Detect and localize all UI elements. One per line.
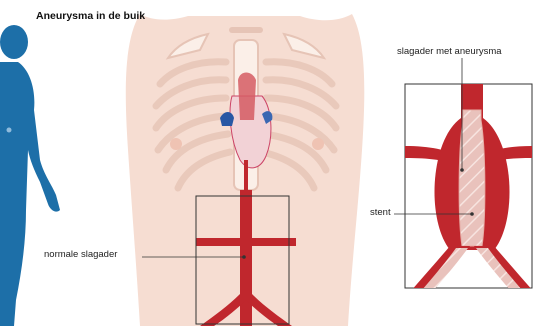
label-normal-artery: normale slagader	[44, 249, 117, 260]
diagram-title: Aneurysma in de buik	[36, 10, 145, 22]
label-aneurysm-artery: slagader met aneurysma	[397, 46, 502, 57]
aneurysm-zoom-panel	[405, 80, 534, 292]
human-silhouette	[0, 25, 60, 326]
stent-graft	[459, 110, 485, 246]
label-stent: stent	[370, 207, 391, 218]
